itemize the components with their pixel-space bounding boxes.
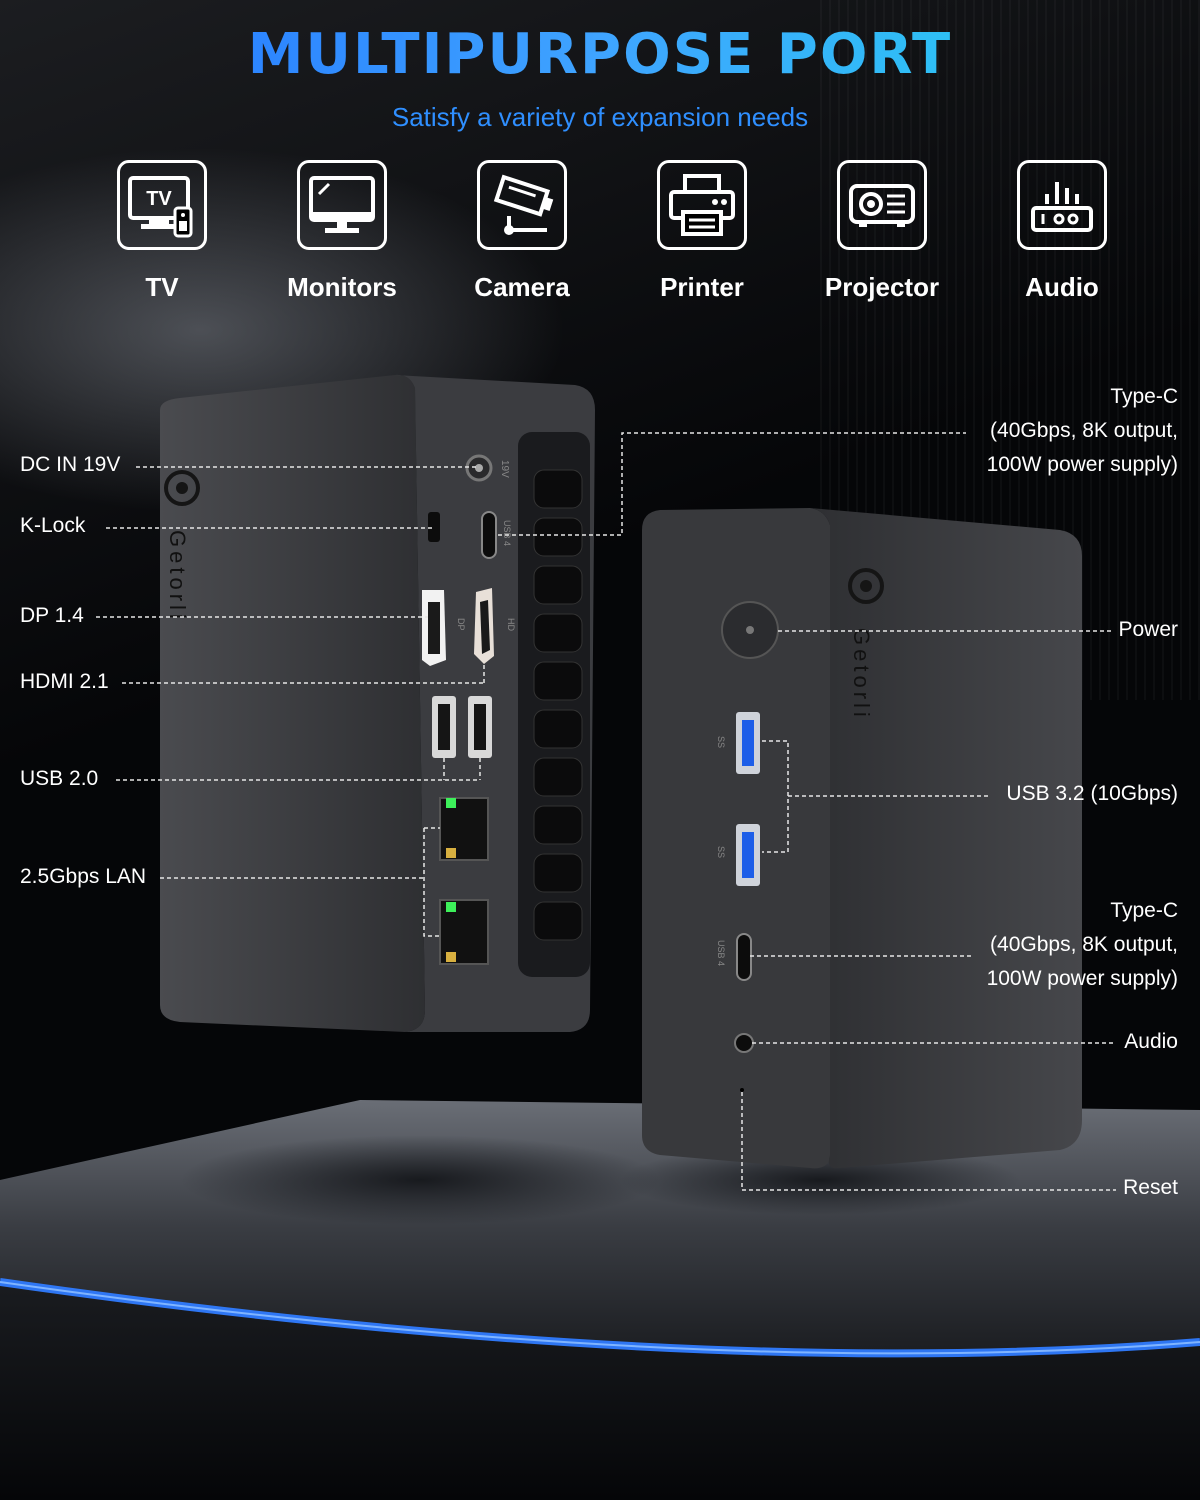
callout-k-lock: K-Lock xyxy=(20,514,86,537)
left-mini-pc: Getorli 19V USB 4 DP HD xyxy=(160,374,595,1032)
device-label-audio: Audio xyxy=(1025,272,1099,302)
callout-dp: DP 1.4 xyxy=(20,604,84,627)
brand-logo-icon xyxy=(848,568,884,604)
reset-pinhole xyxy=(740,1088,744,1092)
right-mini-pc: Getorli SS SS USB 4 xyxy=(642,508,1082,1169)
callout-dc-in: DC IN 19V xyxy=(20,453,121,476)
hdmi-marking: HD xyxy=(506,618,516,631)
callout-typec-bottom-line2: (40Gbps, 8K output, xyxy=(990,933,1178,956)
usb4-marking-right: USB 4 xyxy=(716,940,726,966)
usb3-marking-2: SS xyxy=(716,846,726,858)
device-tv: TV TV xyxy=(72,160,252,303)
usb-c-port-right xyxy=(736,933,752,981)
device-projector: Projector xyxy=(792,160,972,303)
callout-reset: Reset xyxy=(1123,1176,1178,1199)
callout-typec-bottom-line3: 100W power supply) xyxy=(986,967,1178,990)
callout-typec-top-line1: Type-C xyxy=(1110,385,1178,408)
page-subtitle: Satisfy a variety of expansion needs xyxy=(391,102,809,132)
tv-icon-text: TV xyxy=(146,188,172,210)
callout-hdmi: HDMI 2.1 xyxy=(20,670,109,693)
device-audio: Audio xyxy=(972,160,1152,303)
callout-typec-top-line2: (40Gbps, 8K output, xyxy=(990,419,1178,442)
usb-c-port-left xyxy=(481,511,497,559)
k-lock-slot xyxy=(428,512,440,542)
callout-typec-bottom: Type-C (40Gbps, 8K output, 100W power su… xyxy=(987,894,1178,996)
callout-power: Power xyxy=(1118,618,1178,641)
right-brand: Getorli xyxy=(849,628,874,721)
callout-typec-top: Type-C (40Gbps, 8K output, 100W power su… xyxy=(987,380,1178,482)
callout-audio: Audio xyxy=(1124,1030,1178,1053)
device-printer: Printer xyxy=(612,160,792,303)
callout-typec-bottom-line1: Type-C xyxy=(1110,899,1178,922)
usb3-marking-1: SS xyxy=(716,736,726,748)
device-camera: Camera xyxy=(432,160,612,303)
dc-in-marking: 19V xyxy=(499,460,510,478)
device-label-projector: Projector xyxy=(824,272,940,302)
device-label-tv: TV xyxy=(145,272,179,302)
dp-marking: DP xyxy=(456,618,466,631)
brand-logo-icon xyxy=(164,470,200,506)
device-icon-row: TV TV Monitors xyxy=(72,160,1152,310)
callout-lan: 2.5Gbps LAN xyxy=(20,865,147,888)
usb4-marking-left: USB 4 xyxy=(502,520,512,546)
audio-icon xyxy=(1017,160,1107,250)
monitor-icon xyxy=(297,160,387,250)
callout-usb2: USB 2.0 xyxy=(20,767,99,790)
printer-icon xyxy=(657,160,747,250)
callout-typec-top-line3: 100W power supply) xyxy=(986,453,1178,476)
device-monitors: Monitors xyxy=(252,160,432,303)
device-label-printer: Printer xyxy=(660,272,744,302)
projector-icon xyxy=(837,160,927,250)
device-label-monitors: Monitors xyxy=(287,272,397,302)
left-brand: Getorli xyxy=(165,530,190,623)
page-title: MULTIPURPOSE PORT xyxy=(0,22,1200,87)
camera-icon xyxy=(477,160,567,250)
device-label-camera: Camera xyxy=(474,272,570,302)
tv-icon: TV xyxy=(117,160,207,250)
callout-usb32: USB 3.2 (10Gbps) xyxy=(1006,782,1178,805)
